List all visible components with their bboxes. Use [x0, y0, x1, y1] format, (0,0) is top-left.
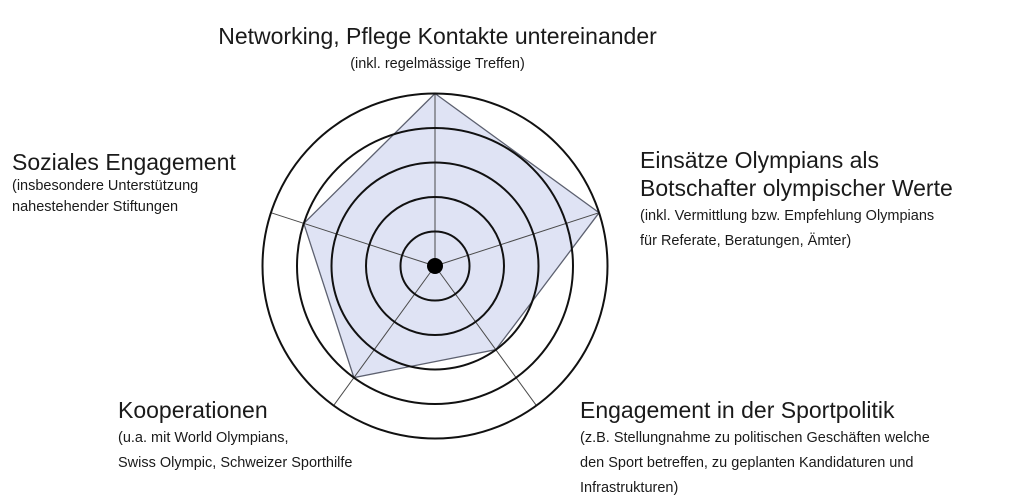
- axis-label-einsaetze: Einsätze Olympians als Botschafter olymp…: [640, 146, 953, 252]
- axis-subtitle: (inkl. regelmässige Treffen): [350, 56, 525, 72]
- axis-spoke: [434, 265, 537, 406]
- axis-subtitle: den Sport betreffen, zu geplanten Kandid…: [580, 455, 914, 471]
- scale-ring: [365, 196, 505, 336]
- scale-ring: [330, 161, 540, 371]
- axis-title: Soziales Engagement: [12, 149, 236, 175]
- axis-subtitle: (inkl. Vermittlung bzw. Empfehlung Olymp…: [640, 208, 935, 224]
- axis-label-networking: Networking, Pflege Kontakte untereinande…: [0, 22, 875, 75]
- axis-title: Networking, Pflege Kontakte untereinande…: [218, 23, 657, 49]
- axis-subtitle: nahestehender Stiftungen: [12, 199, 179, 215]
- axis-title: Botschafter olympischer Werte: [640, 175, 953, 201]
- center-dot: [427, 258, 443, 274]
- axis-subtitle: (u.a. mit World Olympians,: [118, 430, 289, 446]
- axis-subtitle: Swiss Olympic, Schweizer Sporthilfe: [118, 455, 353, 471]
- axis-spoke: [270, 212, 436, 267]
- scale-ring: [296, 127, 574, 405]
- axis-title: Engagement in der Sportpolitik: [580, 397, 895, 423]
- axis-label-soziales: Soziales Engagement (insbesondere Unters…: [12, 148, 236, 218]
- axis-subtitle: Infrastrukturen): [580, 480, 679, 496]
- axis-spoke: [434, 212, 600, 267]
- axis-title: Kooperationen: [118, 397, 268, 423]
- axis-spoke: [333, 265, 436, 406]
- axis-subtitle: (z.B. Stellungnahme zu politischen Gesch…: [580, 430, 930, 446]
- axis-label-sportpolitik: Engagement in der Sportpolitik (z.B. Ste…: [580, 396, 930, 499]
- axis-title: Einsätze Olympians als: [640, 147, 880, 173]
- axis-subtitle: für Referate, Beratungen, Ämter): [640, 233, 852, 249]
- axis-label-kooperationen: Kooperationen (u.a. mit World Olympians,…: [118, 396, 353, 474]
- scale-ring: [261, 92, 609, 440]
- axis-subtitle: (insbesondere Unterstützung: [12, 178, 199, 194]
- scale-ring: [399, 230, 471, 302]
